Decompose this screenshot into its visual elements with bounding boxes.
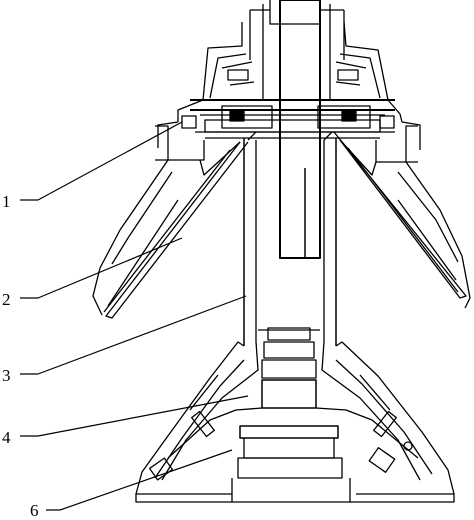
callout-label-1: 1: [2, 192, 11, 211]
leader-line-1: [20, 121, 183, 201]
leader-line-4: [20, 395, 249, 437]
spindle-hub: [258, 327, 320, 409]
top-cap-housing: [157, 21, 421, 150]
right-cone-wall: [333, 131, 471, 309]
leader-lines: [20, 121, 249, 511]
leader-line-3: [20, 295, 247, 375]
leader-line-2: [20, 237, 183, 299]
callout-label-3: 3: [2, 366, 11, 385]
lower-base: [135, 341, 455, 495]
inner-bowl: [168, 131, 406, 346]
bearing-assembly: [155, 99, 418, 163]
leader-line-6: [46, 449, 233, 511]
callout-label-2: 2: [2, 290, 11, 309]
bottom-boss: [135, 425, 455, 503]
left-cone-wall: [92, 141, 249, 319]
callout-label-6: 6: [30, 501, 39, 520]
central-shaft: [249, 0, 345, 259]
callout-label-4: 4: [2, 428, 11, 447]
